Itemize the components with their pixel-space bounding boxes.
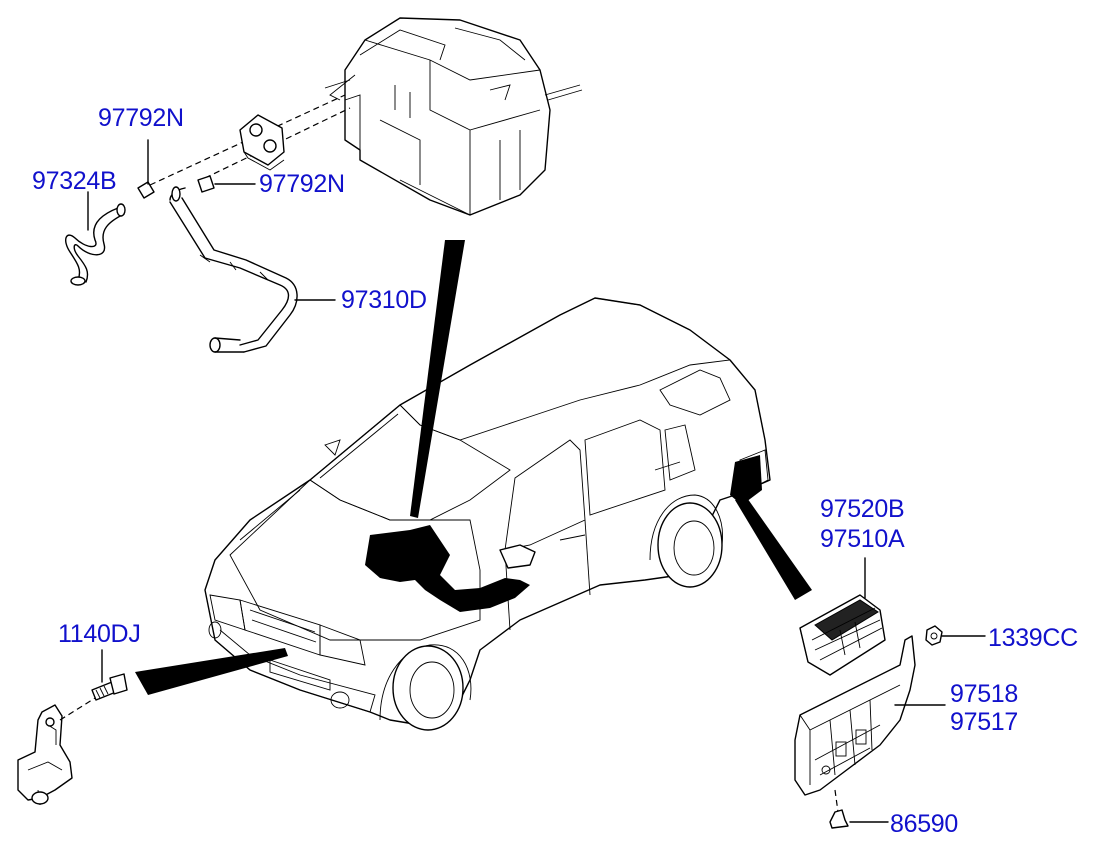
- part-label-1140dj: 1140DJ: [58, 620, 141, 648]
- screw-drawing: [829, 809, 849, 829]
- part-label-97517: 97517: [950, 708, 1019, 736]
- bracket-drawing: [794, 635, 916, 796]
- vehicle-drawing: [204, 297, 771, 731]
- harness-highlight: [365, 525, 530, 612]
- part-label-97310d: 97310D: [341, 286, 427, 314]
- ecu-location-highlight: [730, 455, 762, 505]
- part-label-1339cc: 1339CC: [988, 624, 1078, 652]
- part-label-97792n-top: 97792N: [98, 104, 184, 132]
- part-label-97510a: 97510A: [820, 525, 905, 553]
- bolt-drawing: [91, 673, 128, 701]
- part-label-97518: 97518: [950, 680, 1019, 708]
- pointer-hvac: [410, 240, 465, 518]
- hose-97324b-drawing: [64, 203, 126, 286]
- sensor-drawing: [17, 704, 73, 806]
- part-label-97792n-right: 97792N: [259, 170, 345, 198]
- clip-drawing: [137, 175, 215, 199]
- pipe-97310d-drawing: [169, 186, 298, 353]
- pointer-sensor: [135, 648, 288, 695]
- pointer-ecu: [735, 495, 812, 600]
- nut-drawing: [925, 625, 943, 646]
- part-label-86590: 86590: [890, 810, 959, 838]
- part-label-97324b: 97324B: [32, 167, 117, 195]
- hvac-unit-drawing: [324, 17, 583, 216]
- connector-block-drawing: [239, 114, 285, 171]
- part-label-97520b: 97520B: [820, 495, 905, 523]
- ecu-module-drawing: [799, 594, 886, 676]
